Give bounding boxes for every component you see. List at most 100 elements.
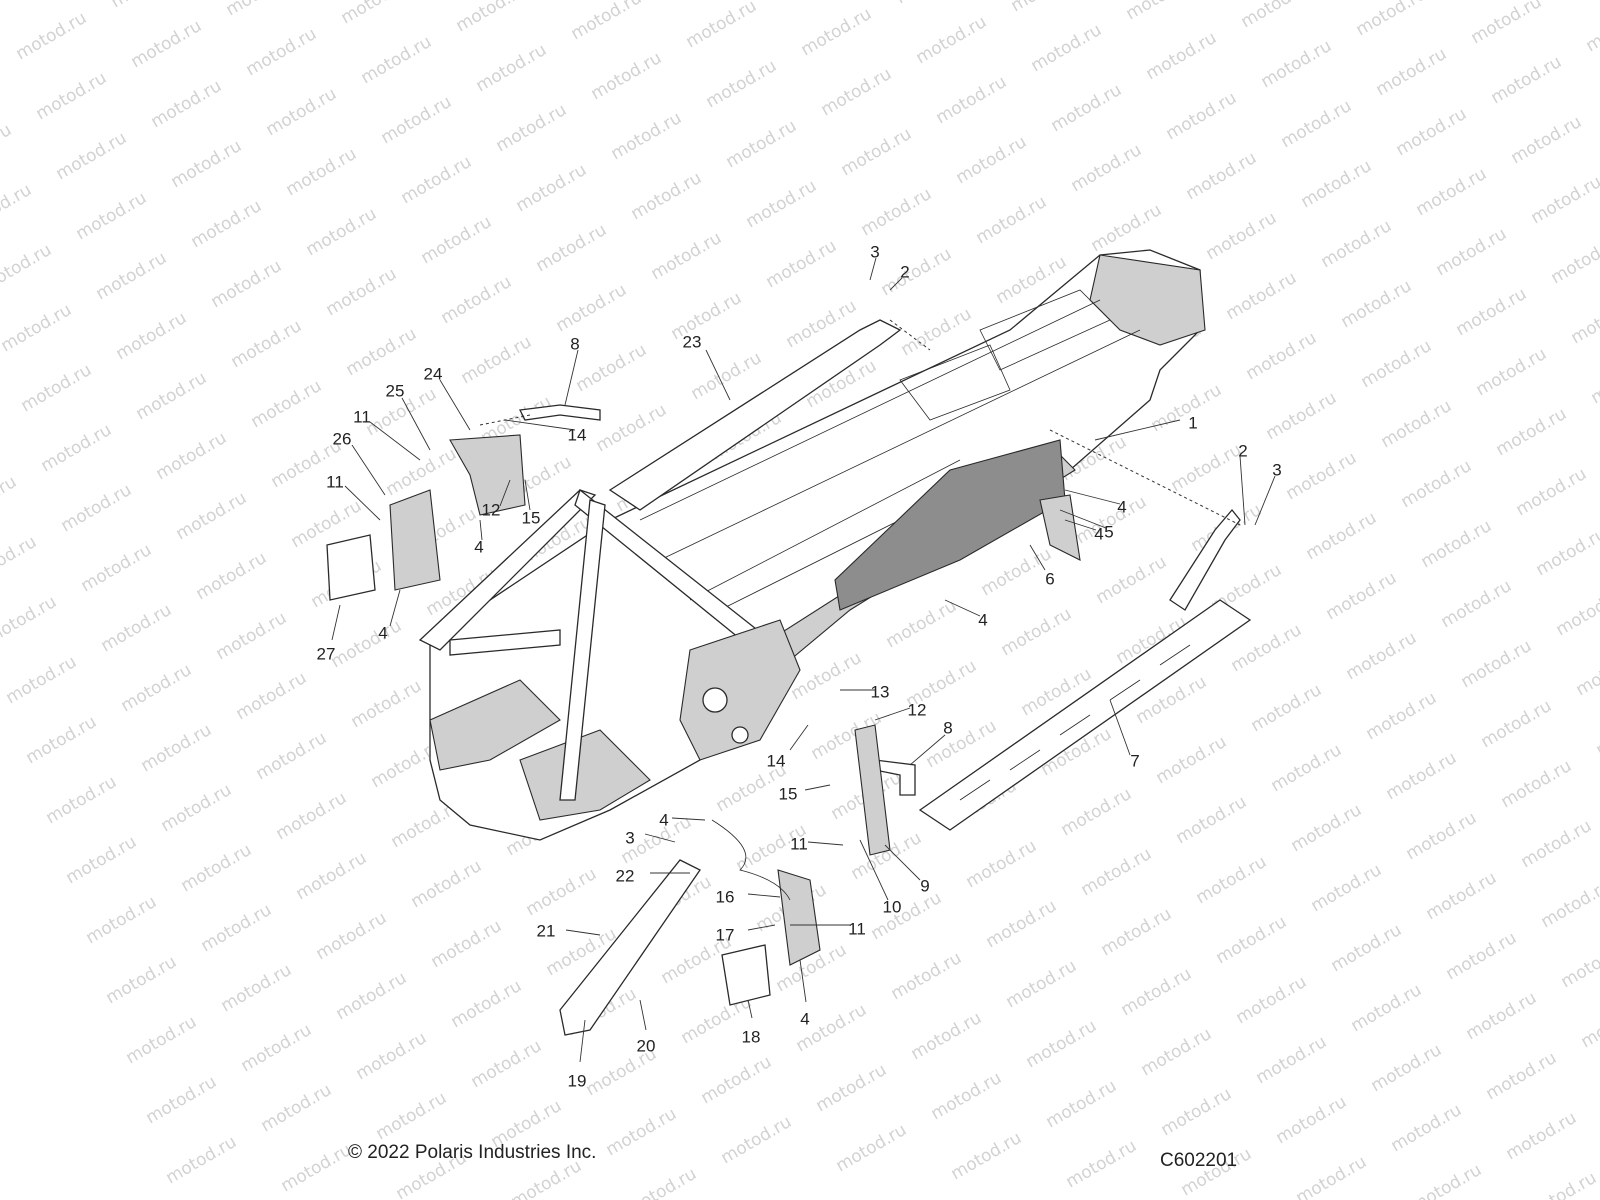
callout-number: 16: [716, 887, 735, 906]
callout-number: 1: [1188, 413, 1197, 432]
callout-leader-line: [1064, 519, 1097, 531]
callout-number: 18: [742, 1027, 761, 1046]
callout-leader-line: [1094, 419, 1181, 441]
alignment-line-front: [889, 319, 931, 351]
callout-leader-line: [479, 519, 483, 541]
callout-leader-line: [747, 893, 781, 898]
callout-number: 2: [1238, 441, 1247, 460]
callout-number: 4: [1117, 497, 1126, 516]
callout-leader-line: [804, 784, 831, 791]
callout-leader-line: [1029, 544, 1046, 571]
callout-number: 3: [870, 242, 879, 261]
callout-leader-line: [747, 924, 776, 931]
callout-number: 12: [908, 700, 927, 719]
callout-number: 9: [920, 876, 929, 895]
callout-number: 4: [378, 623, 387, 642]
callout-leader-line: [524, 479, 531, 511]
diagram-code: C602201: [1160, 1150, 1238, 1171]
callout-leader-line: [869, 257, 877, 281]
callout-leader-line: [789, 724, 809, 751]
callout-leader-line: [859, 839, 889, 901]
part-27-pad: [326, 534, 376, 601]
callout-number: 11: [848, 919, 866, 938]
copyright-text: © 2022 Polaris Industries Inc.: [348, 1142, 597, 1163]
callout-leader-line: [504, 419, 576, 431]
callout-leader-line: [639, 999, 647, 1031]
callout-number: 8: [943, 718, 952, 737]
part-18-pad: [721, 944, 771, 1006]
callout-number: 8: [570, 334, 579, 353]
callout-leader-line: [369, 421, 421, 461]
callout-leader-line: [909, 734, 946, 766]
callout-leader-line: [579, 1019, 586, 1063]
callout-number: 4: [1094, 524, 1103, 543]
callout-number: 6: [1045, 569, 1054, 588]
callout-number: 15: [522, 508, 541, 527]
callout-number: 10: [883, 897, 902, 916]
part-rail-rear-right: [1169, 508, 1241, 611]
callout-number: 23: [683, 332, 702, 351]
callout-number: 25: [386, 381, 405, 400]
callout-leader-line: [351, 444, 386, 496]
callout-number: 26: [333, 429, 352, 448]
callout-number: 11: [790, 834, 808, 853]
callout-leader-line: [644, 833, 676, 843]
callout-leader-line: [401, 397, 431, 451]
callout-leader-line: [439, 379, 471, 431]
chassis-frame: [418, 249, 1206, 841]
callout-number: 14: [568, 425, 587, 444]
callout-leader-line: [565, 929, 601, 936]
callout-leader-line: [884, 844, 921, 881]
callout-leader-line: [1064, 489, 1121, 505]
callout-number: 22: [616, 866, 635, 885]
callout-number: 11: [326, 472, 344, 491]
callout-number: 27: [317, 644, 336, 663]
callout-leader-line: [944, 599, 981, 617]
callout-leader-line: [874, 707, 911, 721]
callout-number: 13: [871, 682, 890, 701]
callout-leader-line: [1239, 455, 1246, 526]
callout-leader-line: [1254, 475, 1276, 526]
callout-leader-line: [564, 349, 579, 406]
part-9-bracket: [854, 724, 891, 856]
part-8-handle-left: [519, 404, 601, 421]
callout-number: 20: [637, 1036, 656, 1055]
callout-number: 17: [716, 925, 735, 944]
callout-number: 24: [424, 364, 443, 383]
callout-number: 4: [474, 537, 483, 556]
callout-number: 19: [568, 1071, 587, 1090]
callout-leader-line: [344, 485, 381, 521]
callout-leader-line: [499, 479, 511, 507]
callout-number: 21: [537, 921, 556, 940]
callout-number: 2: [900, 262, 909, 281]
callout-leader-line: [1059, 509, 1107, 529]
callout-leader-line: [389, 589, 401, 627]
callout-leader-line: [671, 817, 706, 821]
callout-leader-line: [705, 349, 731, 401]
callout-leader-line: [807, 841, 844, 846]
alignment-line-rear: [1049, 429, 1241, 526]
part-19-panel: [559, 859, 701, 1036]
callout-leader-line: [747, 999, 753, 1019]
callout-number: 5: [1104, 522, 1113, 541]
callout-number: 12: [482, 500, 501, 519]
callout-number: 4: [659, 810, 668, 829]
callout-leader-line: [331, 604, 341, 641]
callout-number: 15: [779, 784, 798, 803]
callout-number: 14: [767, 751, 786, 770]
callout-number: 4: [978, 610, 987, 629]
callout-number: 11: [353, 407, 371, 426]
callout-leader-line: [799, 959, 807, 1003]
callout-leader-line: [1109, 699, 1131, 756]
callout-leader-line: [889, 277, 903, 291]
callout-number: 4: [800, 1009, 809, 1028]
part-7-running-board: [918, 599, 1252, 831]
part-26-panel: [389, 489, 441, 591]
part-20-cable: [711, 819, 791, 901]
callout-number: 3: [1272, 460, 1281, 479]
callout-number: 7: [1130, 751, 1139, 770]
part-24-bracket: [449, 434, 526, 516]
part-23-rail: [608, 319, 902, 511]
